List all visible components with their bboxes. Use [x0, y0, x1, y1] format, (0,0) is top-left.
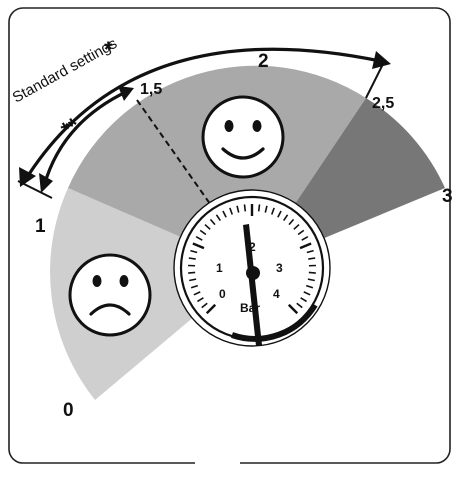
gauge-tick: [309, 272, 316, 273]
gauge-tick: [308, 258, 315, 259]
standard-settings-arrow-head-right: [372, 51, 391, 69]
fan-label-2-5: 2,5: [372, 95, 394, 112]
fan-label-0: 0: [63, 400, 74, 421]
happy-face-icon: [203, 97, 283, 177]
gauge-tick: [188, 272, 195, 273]
gauge-scale-0: 0: [219, 287, 226, 301]
gauge-scale-1: 1: [216, 261, 223, 275]
gauge-tick: [189, 258, 196, 259]
gauge-tick: [244, 204, 245, 211]
gauge-scale-3: 3: [276, 261, 283, 275]
gauge-tick: [259, 204, 260, 211]
gauge-scale-4: 4: [273, 287, 280, 301]
gauge-hub: [246, 266, 260, 280]
fan-label-1: 1: [35, 216, 46, 237]
sad-face-icon: [70, 255, 150, 335]
fan-label-3: 3: [442, 186, 453, 207]
pressure-gauge: 0 1 2 3 4 Bar: [174, 190, 330, 346]
fan-label-2: 2: [258, 51, 269, 72]
fan-label-1-5: 1,5: [140, 81, 162, 98]
single-star-label: *: [104, 37, 113, 62]
